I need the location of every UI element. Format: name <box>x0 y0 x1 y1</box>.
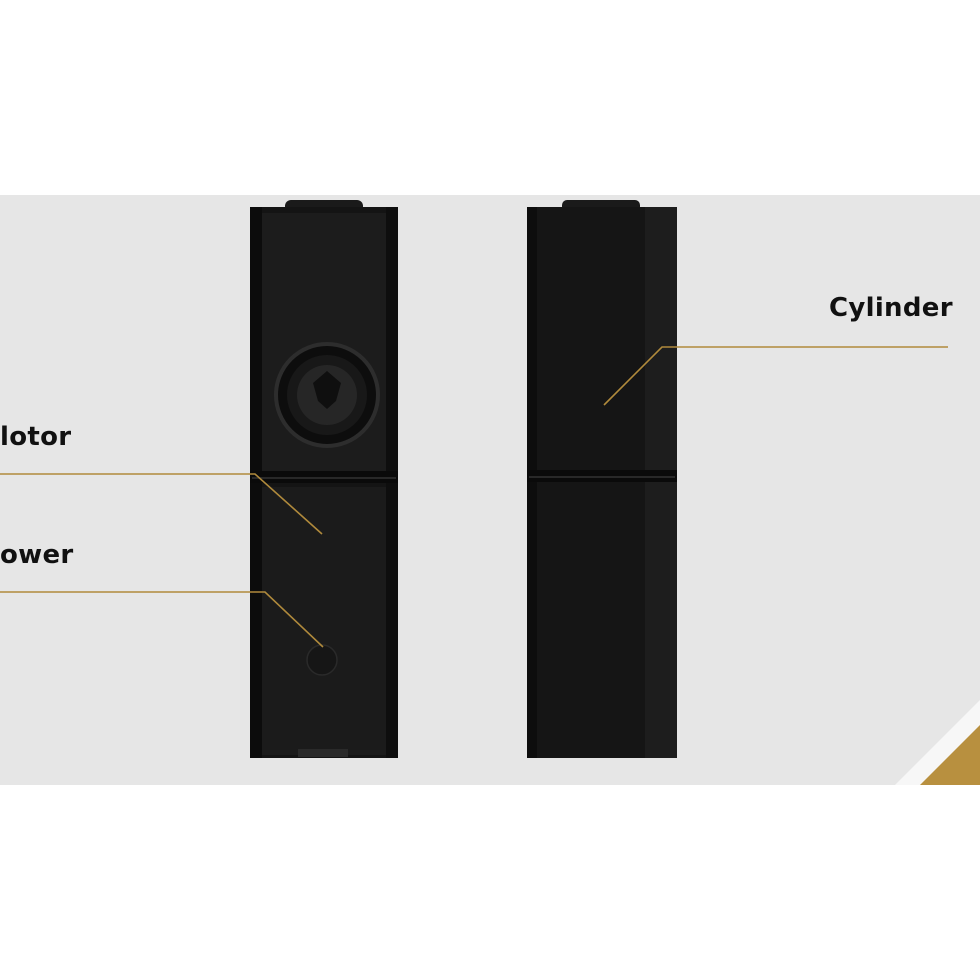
product-illustration <box>0 200 980 785</box>
cylinder-leader-line <box>603 346 948 406</box>
motor-leader-line <box>0 473 323 535</box>
cylinder-upper-body <box>527 207 677 479</box>
power-leader-line <box>0 591 324 648</box>
corner-accent-gold <box>920 725 980 785</box>
device-front-view <box>250 200 398 758</box>
device-side-view <box>527 200 677 758</box>
product-backdrop: lotor ower Cylinder <box>0 195 980 785</box>
power-label: ower <box>0 540 74 570</box>
power-button <box>306 644 338 676</box>
cylinder-lower-body <box>527 482 677 758</box>
motor-label: lotor <box>0 422 72 452</box>
usb-port <box>298 749 348 757</box>
cylinder-label: Cylinder <box>829 293 953 323</box>
